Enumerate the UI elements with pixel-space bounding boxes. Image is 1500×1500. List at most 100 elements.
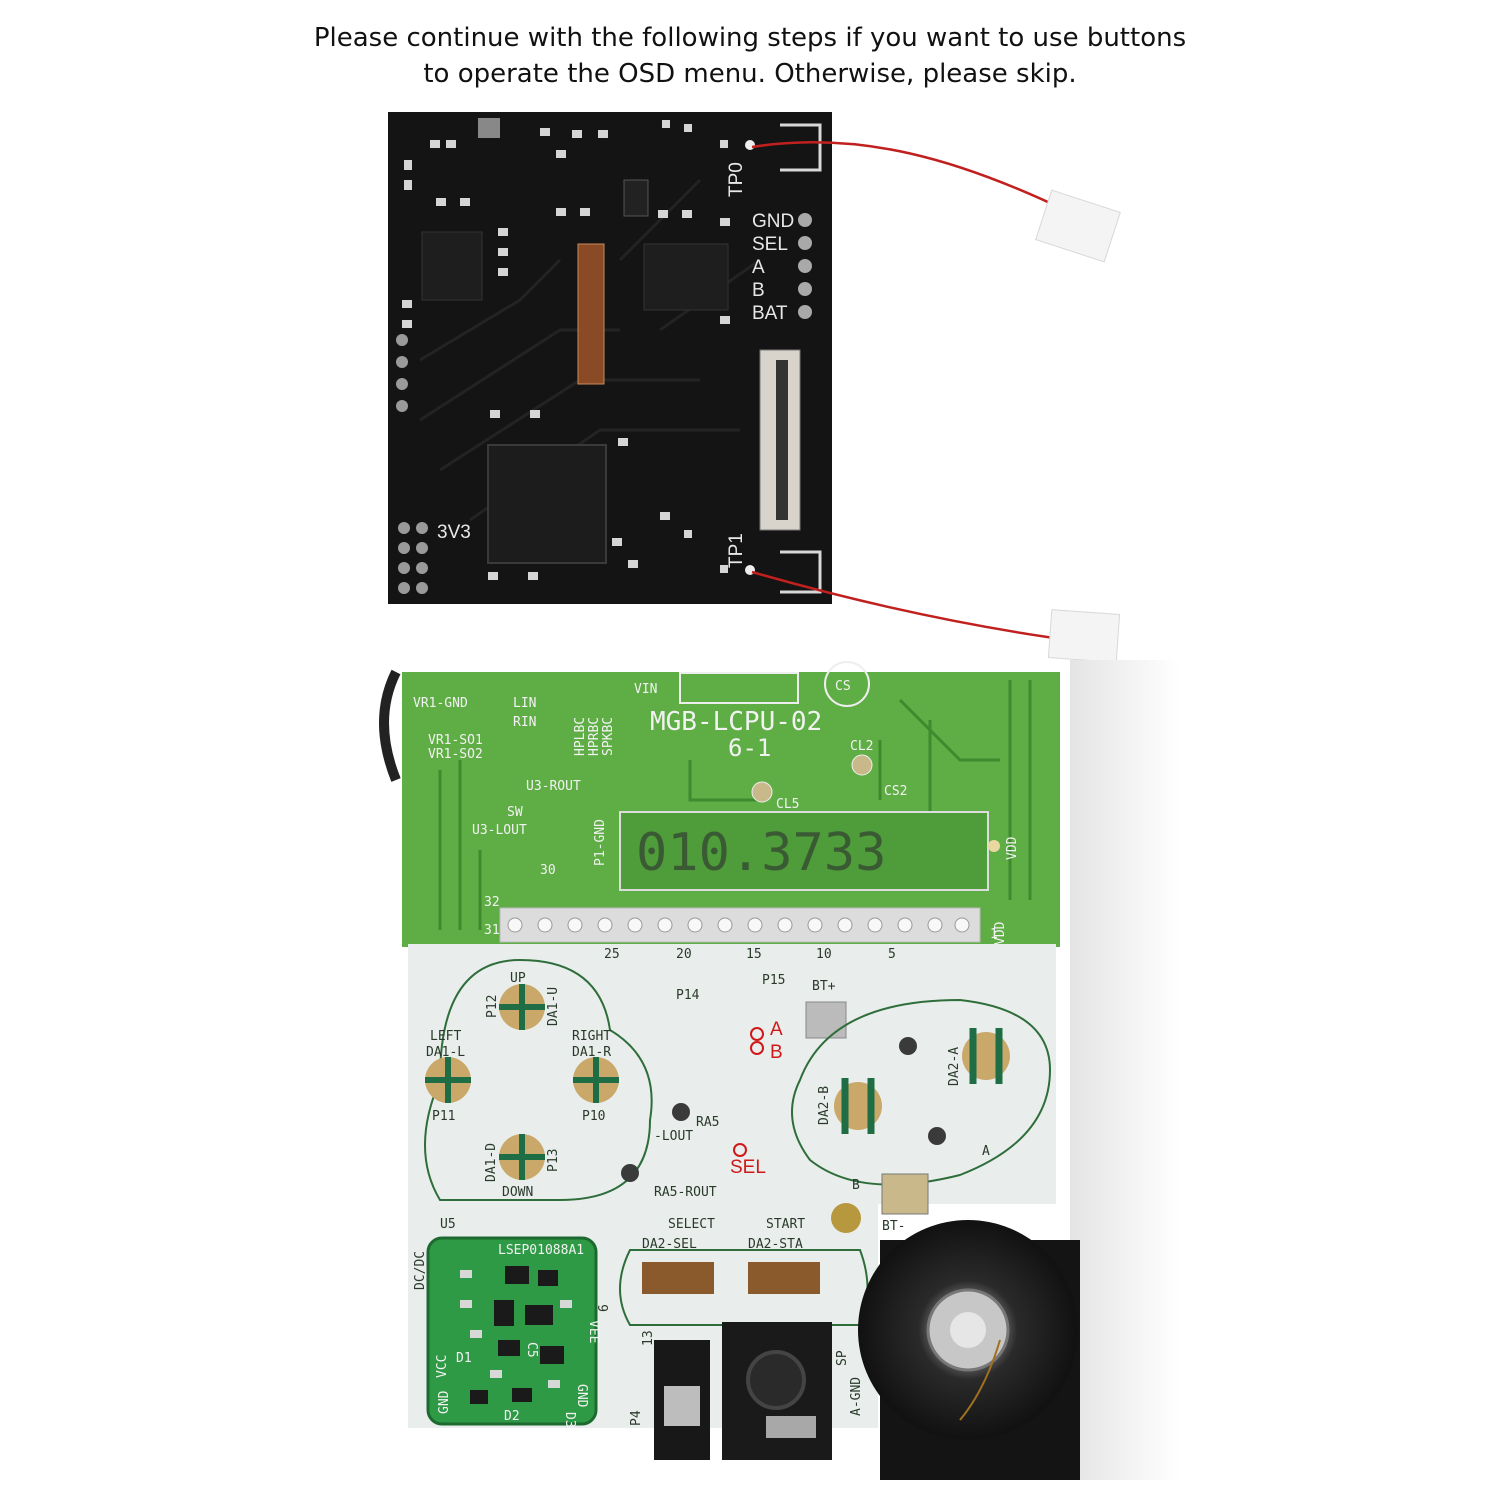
headphone-jack-metal	[766, 1416, 816, 1438]
cs-circle	[824, 661, 870, 707]
label-da1-u: DA1-U	[546, 987, 561, 1026]
label-p14: P14	[676, 988, 700, 1003]
label-d1: D1	[456, 1351, 472, 1366]
board-shadow	[1070, 660, 1180, 1480]
label-left: LEFT	[430, 1029, 461, 1044]
dpad-down-contact	[499, 1134, 545, 1180]
main-pcb-green	[402, 672, 1060, 947]
wire-tp0	[751, 141, 1066, 212]
osd-regulator	[623, 179, 649, 217]
select-contact	[642, 1262, 714, 1294]
osd-label-gnd: GND	[752, 211, 794, 232]
dcdc-smd-pads	[460, 1270, 572, 1388]
label-right: RIGHT	[572, 1029, 611, 1044]
label-rev: 6-1	[728, 734, 771, 762]
label-select: SELECT	[668, 1217, 715, 1232]
speaker	[858, 1220, 1080, 1480]
label-n13: 13	[641, 1330, 656, 1346]
label-p12: P12	[485, 995, 500, 1018]
headphone-jack-hole	[746, 1350, 806, 1410]
dpad-left-contact	[425, 1057, 471, 1103]
osd-label-3v3: 3V3	[437, 522, 471, 543]
osd-traces	[419, 178, 761, 522]
dpad-contacts	[425, 984, 619, 1180]
label-sp: SP	[835, 1350, 850, 1366]
label-vr1-so2: VR1-SO2	[428, 747, 483, 762]
label-spkbc: SPKBC	[601, 717, 616, 756]
wire-tp1	[751, 570, 1069, 642]
label-down: DOWN	[502, 1185, 533, 1200]
label-cs2: CS2	[884, 784, 907, 799]
osd-chip-1	[421, 231, 483, 301]
label-pin-15: 15	[746, 947, 762, 962]
label-a-gnd: A-GND	[849, 1377, 864, 1416]
start-contact	[748, 1262, 820, 1294]
tp0-outline	[780, 123, 822, 172]
via-hole-1	[672, 1103, 690, 1121]
cl5-pad	[751, 781, 773, 803]
label-pin-32: 32	[484, 895, 500, 910]
label-gnd-right: GND	[574, 1384, 589, 1408]
label-pin-20: 20	[676, 947, 692, 962]
label-vin-top: VIN	[634, 682, 657, 697]
label-da1-l: DA1-L	[426, 1045, 465, 1060]
osd-board: GND SEL A B BAT 3V3 TP0 TP1	[388, 112, 832, 604]
mark-a-pad	[750, 1027, 764, 1041]
label-cl5: CL5	[776, 797, 799, 812]
osd-smd-pads	[402, 120, 730, 580]
mark-b-pad	[750, 1041, 764, 1055]
via-hole-4	[928, 1127, 946, 1145]
label-vr1-gnd: VR1-GND	[413, 696, 468, 711]
label-pin-25: 25	[604, 947, 620, 962]
mark-sel-pad	[733, 1143, 747, 1157]
label-da2-sel: DA2-SEL	[642, 1237, 697, 1252]
osd-label-sel: SEL	[752, 234, 788, 255]
label-a-small: A	[982, 1144, 990, 1159]
osd-label-tp1: TP1	[726, 533, 747, 568]
via-hole-2	[621, 1164, 639, 1182]
button-a-contact	[962, 1028, 1010, 1084]
label-dcdc: DC/DC	[413, 1251, 428, 1290]
label-hplbc: HPLBC	[573, 717, 588, 756]
label-pin-1: 1	[990, 927, 998, 942]
chip-code-window	[619, 811, 989, 891]
osd-label-a: A	[752, 257, 765, 278]
label-p4: P4	[629, 1410, 644, 1426]
cl2-pad	[851, 754, 873, 776]
label-up: UP	[510, 971, 526, 986]
volume-wheel	[379, 669, 401, 782]
label-p1-gnd: P1-GND	[593, 819, 608, 866]
mark-b-label: B	[770, 1042, 783, 1063]
label-da1-d: DA1-D	[484, 1143, 499, 1182]
label-cl2: CL2	[850, 739, 873, 754]
main-board: 010.3733 CS MGB-LCPU-02 6-1 VR1-GND LIN …	[379, 660, 1180, 1480]
mark-sel-label: SEL	[730, 1157, 766, 1178]
label-pin-30: 30	[540, 863, 556, 878]
screw-pad	[831, 1203, 861, 1233]
label-d2: D2	[504, 1409, 520, 1424]
osd-left-pads	[396, 334, 428, 594]
label-vr1-so1: VR1-SO1	[428, 733, 483, 748]
osd-label-b: B	[752, 280, 765, 301]
osd-crystal	[478, 118, 500, 138]
label-ra5-rout: RA5-ROUT	[654, 1185, 717, 1200]
speaker-center	[950, 1312, 986, 1348]
vdd-pad	[988, 840, 1000, 852]
label-u3-rout: U3-ROUT	[526, 779, 581, 794]
osd-chip-2	[643, 243, 729, 311]
osd-label-bat: BAT	[752, 303, 788, 324]
instruction-caption: Please continue with the following steps…	[0, 20, 1500, 92]
label-sw: SW	[507, 805, 523, 820]
label-model: MGB-LCPU-02	[650, 707, 822, 737]
label-c5: C5	[524, 1342, 539, 1358]
label-da1-r: DA1-R	[572, 1045, 611, 1060]
tape-tp1	[1047, 609, 1121, 663]
battery-plus-tab	[805, 1001, 847, 1039]
battery-minus-tab	[881, 1173, 929, 1215]
osd-ribbon-connector-1	[577, 243, 605, 385]
label-vcc: VCC	[435, 1355, 450, 1378]
label-gnd-left: GND	[437, 1390, 452, 1414]
label-n6: 6	[597, 1304, 612, 1312]
label-p15: P15	[762, 973, 785, 988]
ab-outline	[791, 998, 1052, 1186]
